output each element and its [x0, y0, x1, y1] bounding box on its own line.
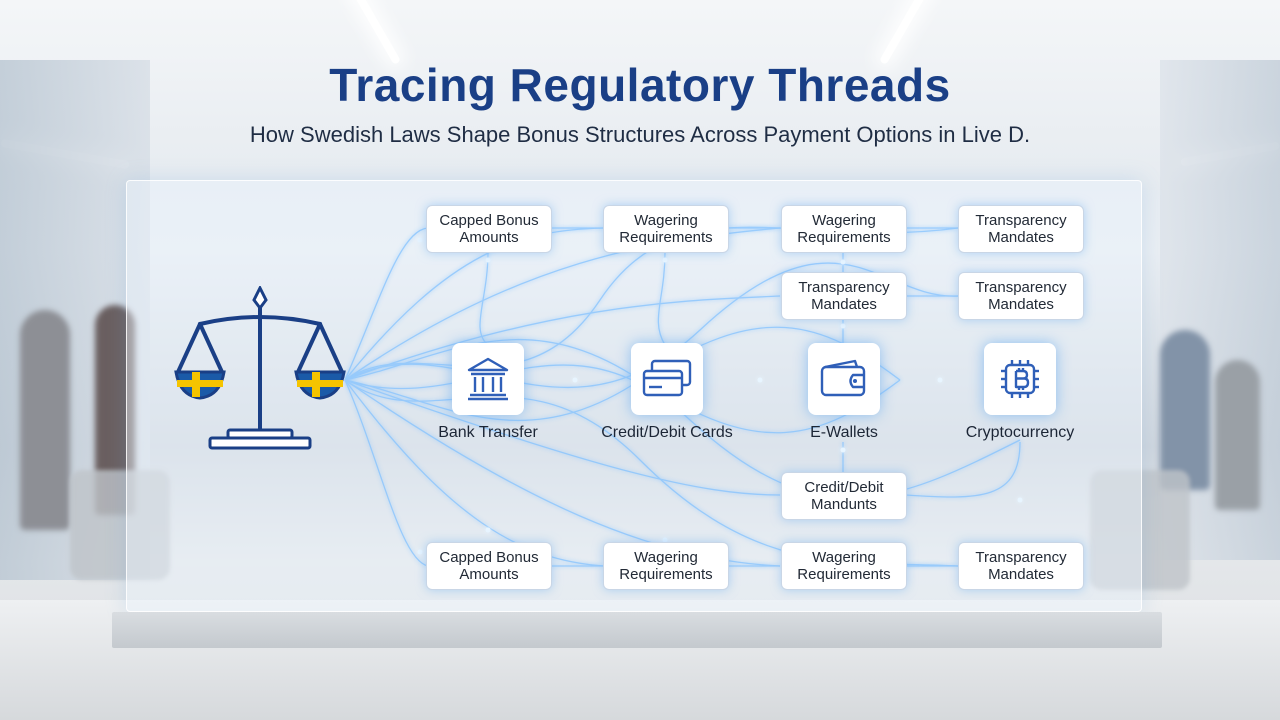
rule-box-line: Mandunts [811, 496, 877, 513]
rule-box-line: Wagering [812, 212, 876, 229]
thread [344, 379, 605, 567]
bank-icon [467, 357, 509, 401]
swedish-flag-pan-right [294, 370, 346, 400]
rule-box-line: Transparency [975, 212, 1067, 229]
credit-cards-icon [642, 359, 692, 397]
person-silhouette [1215, 360, 1260, 510]
swedish-flag-pan-left [174, 370, 226, 400]
node-dot [485, 527, 491, 533]
node-dot [757, 377, 763, 383]
rule-box-line: Wagering [634, 549, 698, 566]
node-dot [417, 549, 423, 555]
rule-box-line: Mandates [811, 296, 877, 313]
payment-node-credit-debit-cards [631, 343, 703, 415]
swedish-scale-of-justice-icon [174, 286, 346, 450]
node-dot [840, 259, 846, 265]
node-dot [840, 323, 846, 329]
node-dot [662, 257, 668, 263]
node-dot [937, 377, 943, 383]
rule-box-line: Requirements [619, 229, 713, 246]
rule-box-line: Transparency [975, 549, 1067, 566]
node-dot [485, 257, 491, 263]
payment-label-e-wallets: E-Wallets [810, 424, 878, 441]
node-dot [417, 237, 423, 243]
node-dot [662, 537, 668, 543]
rule-box-line: Wagering [634, 212, 698, 229]
person-silhouette [20, 310, 70, 530]
payment-label-bank-transfer: Bank Transfer [438, 424, 538, 441]
rule-box-line: Transparency [975, 279, 1067, 296]
rule-box-line: Capped Bonus [439, 212, 539, 229]
payment-node-bank-transfer [452, 343, 524, 415]
thread [344, 295, 781, 381]
chair [1090, 470, 1190, 590]
thread [344, 227, 429, 381]
ceiling [0, 0, 1280, 190]
thread [344, 227, 605, 381]
node-dot [572, 377, 578, 383]
payment-node-cryptocurrency [984, 343, 1056, 415]
node-dot [840, 447, 846, 453]
payment-node-e-wallets [808, 343, 880, 415]
page-title: Tracing Regulatory Threads [329, 59, 951, 111]
payment-label-credit-debit-cards: Credit/Debit Cards [601, 424, 733, 441]
rule-box-line: Requirements [619, 566, 713, 583]
thread [344, 379, 429, 567]
rule-box-line: Mandates [988, 566, 1054, 583]
wallet-icon [820, 359, 866, 397]
thread [657, 251, 666, 346]
payment-label-cryptocurrency: Cryptocurrency [965, 424, 1075, 441]
rule-box-line: Transparency [798, 279, 890, 296]
rule-box-line: Credit/Debit [804, 479, 884, 496]
rule-box-line: Mandates [988, 296, 1054, 313]
chair [70, 470, 170, 580]
glass-panel-stand [112, 612, 1162, 648]
rule-box-line: Amounts [459, 566, 519, 583]
thread [905, 441, 1021, 498]
person-silhouette [1160, 330, 1210, 490]
rule-box-line: Requirements [797, 566, 891, 583]
rule-box-line: Wagering [812, 549, 876, 566]
page-subtitle: How Swedish Laws Shape Bonus Structures … [249, 122, 1031, 147]
thread [344, 379, 781, 496]
node-dot [1017, 497, 1023, 503]
rule-box-line: Requirements [797, 229, 891, 246]
rule-box-line: Amounts [459, 229, 519, 246]
rule-box-line: Capped Bonus [439, 549, 539, 566]
bitcoin-chip-icon [1001, 360, 1039, 398]
thread [479, 251, 489, 346]
rule-box-line: Mandates [988, 229, 1054, 246]
